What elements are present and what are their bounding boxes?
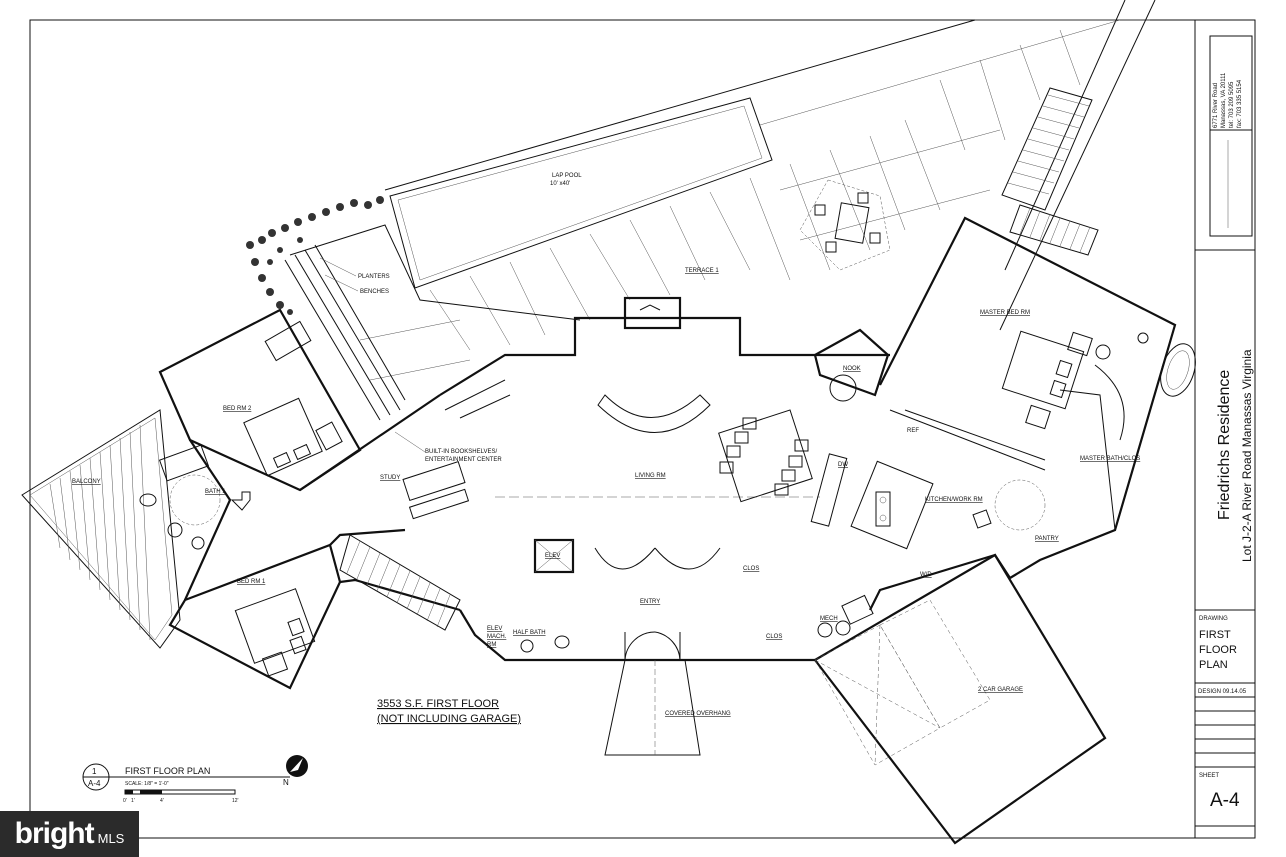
covered-overhang-outline (604, 659, 701, 756)
label-bed-rm-1: BED RM 1 (237, 579, 266, 585)
drawing-label: DRAWING (1199, 616, 1228, 622)
label-dw: DW (838, 462, 848, 468)
north-arrow-icon: N (283, 755, 308, 787)
label-kitchen: KITCHEN/WORK RM (925, 497, 983, 503)
label-elev: ELEV (545, 553, 560, 559)
interior-stairs (339, 534, 461, 631)
study-sofa (402, 460, 466, 502)
fireplace (623, 296, 682, 330)
label-benches: BENCHES (360, 289, 389, 295)
title-block: 6771 River Road Manassas, VA 20111 tel: … (1194, 20, 1255, 838)
label-wd: W/D (920, 572, 932, 578)
brightmls-watermark: bright MLS (0, 811, 139, 857)
svg-text:4': 4' (160, 798, 164, 804)
svg-text:N: N (283, 778, 289, 787)
label-lap-pool-size: 10' x40' (550, 181, 570, 187)
label-master-bed: MASTER BED RM (980, 310, 1030, 316)
design-date: DESIGN 09.14.05 (1198, 689, 1247, 695)
nook-walls (813, 328, 890, 397)
watermark-brand: bright (14, 817, 95, 850)
svg-text:tel: 703 209 5095: tel: 703 209 5095 (1229, 81, 1235, 128)
bed-rm-2-walls (158, 308, 362, 492)
plan-callout-sheet: A-4 (88, 779, 101, 788)
sheet-border (29, 19, 1256, 839)
bath-1-tub (158, 444, 210, 482)
planter-foliage (246, 196, 384, 315)
garage-walls (813, 553, 1107, 845)
label-clos: CLOS (743, 566, 759, 572)
area-note-line-2: (NOT INCLUDING GARAGE) (377, 713, 521, 725)
label-builtin-1: BUILT-IN BOOKSHELVES/ (425, 449, 497, 455)
label-pantry: PANTRY (1035, 536, 1059, 542)
label-study: STUDY (380, 475, 400, 481)
label-elev-mach-2: MACH. (487, 634, 507, 640)
elevator-shaft (533, 538, 575, 574)
site-terrace (246, 0, 1156, 421)
label-terrace: TERRACE 1 (685, 268, 719, 274)
address-box (1209, 35, 1253, 237)
kitchen-island (850, 460, 934, 550)
svg-text:1': 1' (131, 798, 135, 804)
label-planters: PLANTERS (358, 274, 390, 280)
lap-pool (389, 97, 773, 289)
label-mech: MECH (820, 616, 838, 622)
room-labels: LAP POOL 10' x40' TERRACE 1 PLANTERS BEN… (72, 173, 1140, 717)
interior-fixtures (139, 320, 1196, 766)
label-balcony: BALCONY (72, 479, 101, 485)
label-master-bath: MASTER BATH/CLOS (1080, 456, 1140, 462)
label-garage: 2 CAR GARAGE (978, 687, 1023, 693)
label-nook: NOOK (843, 366, 861, 372)
label-builtin-2: ENTERTAINMENT CENTER (425, 457, 502, 463)
label-elev-mach-1: ELEV (487, 626, 502, 632)
label-refrigerator: REF (907, 428, 919, 434)
svg-text:6771 River Road: 6771 River Road (1213, 83, 1219, 128)
plan-title-label: 1 A-4 FIRST FLOOR PLAN SCALE: 1/8" = 1'-… (82, 755, 308, 804)
bed-rm-2-bed (243, 397, 323, 477)
master-bed (1001, 330, 1085, 410)
bed-rm-1-bed (234, 588, 316, 664)
label-covered-overhang: COVERED OVERHANG (665, 711, 731, 717)
house-walls (21, 216, 1177, 845)
plan-callout-number: 1 (92, 767, 97, 776)
label-entry: ENTRY (640, 599, 660, 605)
svg-text:12': 12' (232, 798, 239, 804)
watermark-suffix: MLS (97, 830, 125, 846)
project-location: Lot J-2-A River Road Manassas Virginia (1240, 349, 1254, 562)
drawing-title-line-1: FIRST (1199, 629, 1231, 641)
sheet-label: SHEET (1199, 773, 1219, 779)
outdoor-dining-set (799, 179, 891, 271)
label-living-rm: LIVING RM (635, 473, 666, 479)
scale-bar: 0' 1' 4' 12' (123, 789, 239, 804)
bed-rm-1-walls (168, 543, 342, 690)
drawing-title-line-3: PLAN (1199, 659, 1228, 671)
living-sofa (597, 394, 711, 433)
label-elev-mach-3: RM (487, 642, 496, 648)
area-note-line-1: 3553 S.F. FIRST FLOOR (377, 698, 499, 710)
master-tub (1160, 343, 1196, 397)
plan-scale: SCALE: 1/8" = 1'-0" (125, 781, 169, 787)
svg-text:Manassas, VA 20111: Manassas, VA 20111 (1221, 72, 1227, 128)
firm-address: 6771 River Road Manassas, VA 20111 tel: … (1213, 72, 1243, 128)
exterior-stairs (1001, 87, 1099, 256)
label-bath-1: BATH 1 (205, 489, 226, 495)
label-lap-pool: LAP POOL (552, 173, 582, 179)
drawing-title-line-2: FLOOR (1199, 644, 1237, 656)
label-half-bath: HALF BATH (513, 630, 546, 636)
balcony-outline (21, 409, 181, 649)
area-note: 3553 S.F. FIRST FLOOR (NOT INCLUDING GAR… (377, 698, 521, 725)
plan-title: FIRST FLOOR PLAN (125, 766, 210, 776)
label-bed-rm-2: BED RM 2 (223, 406, 252, 412)
svg-text:fax: 703 335 5154: fax: 703 335 5154 (1237, 79, 1243, 128)
project-name: Friedrichs Residence (1216, 370, 1233, 520)
sheet-number: A-4 (1210, 790, 1240, 811)
label-clos-2: CLOS (766, 634, 782, 640)
svg-text:0': 0' (123, 798, 127, 804)
